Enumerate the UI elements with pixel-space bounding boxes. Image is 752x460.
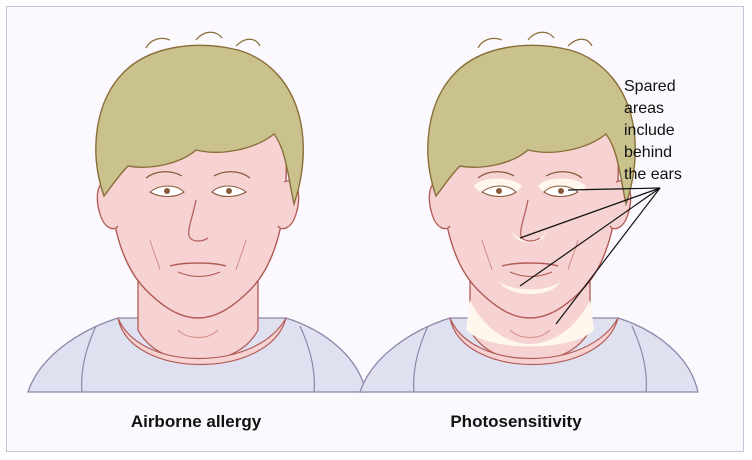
pupil-left	[496, 188, 502, 194]
annotation-text: Spared areas include behind the ears	[624, 76, 682, 186]
hair-strand	[478, 38, 502, 48]
caption-airborne-allergy: Airborne allergy	[86, 412, 306, 432]
annotation-line: include	[624, 120, 682, 142]
annotation-line: areas	[624, 98, 682, 120]
annotation-line: behind	[624, 142, 682, 164]
hair-strand	[528, 32, 554, 40]
pupil-right	[558, 188, 564, 194]
hair-strand	[568, 39, 592, 46]
annotation-line: the ears	[624, 164, 682, 186]
annotation-line: Spared	[624, 76, 682, 98]
caption-photosensitivity: Photosensitivity	[406, 412, 626, 432]
